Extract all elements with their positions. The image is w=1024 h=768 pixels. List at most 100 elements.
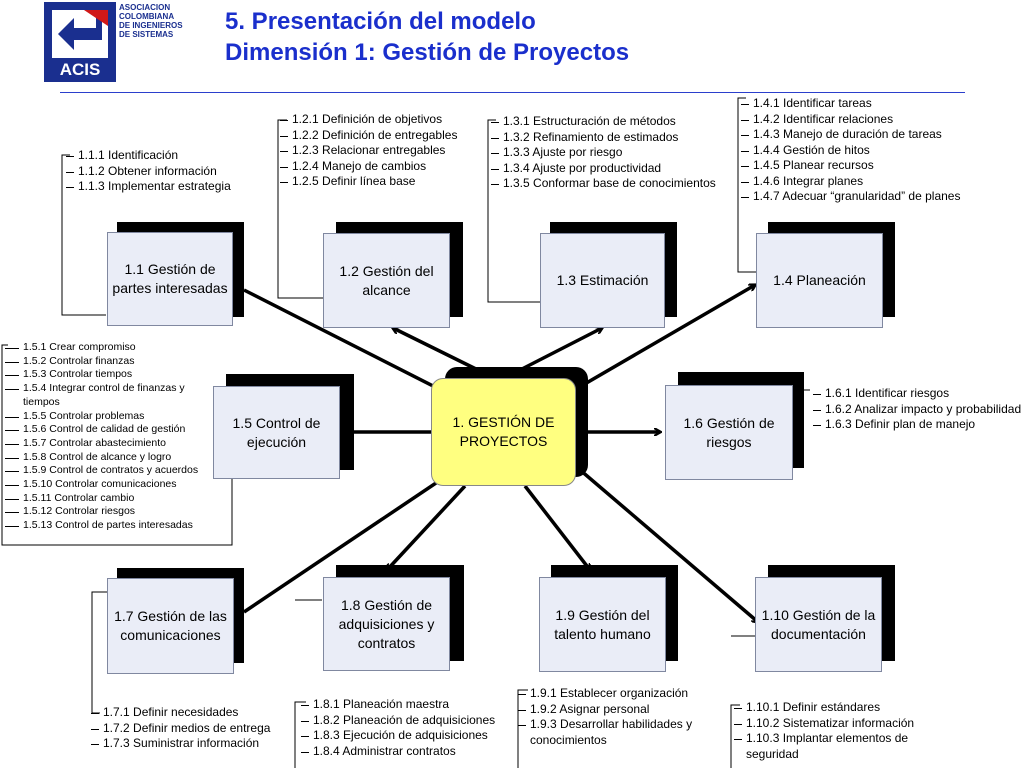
node-label: 1.10 Gestión de la documentación bbox=[761, 606, 876, 642]
sub-item: 1.5.2 Controlar finanzas bbox=[3, 355, 215, 369]
sub-item: 1.2.5 Definir línea base bbox=[280, 174, 457, 190]
sub-item: 1.8.1 Planeación maestra bbox=[301, 697, 495, 713]
node-1.7: 1.7 Gestión de las comunicaciones bbox=[107, 578, 234, 674]
sub-item: 1.7.2 Definir medios de entrega bbox=[91, 721, 270, 737]
center-node-label: 1. GESTIÓN DE PROYECTOS bbox=[452, 414, 555, 449]
node-label: 1.8 Gestión de adquisiciones y contratos bbox=[338, 596, 435, 651]
sub-item: 1.5.5 Controlar problemas bbox=[3, 410, 215, 424]
sub-list-1.2: 1.2.1 Definición de objetivos 1.2.2 Defi… bbox=[280, 112, 457, 190]
title-divider bbox=[60, 92, 965, 93]
sub-item: 1.5.13 Control de partes interesadas bbox=[3, 519, 215, 533]
center-node: 1. GESTIÓN DE PROYECTOS bbox=[431, 378, 576, 486]
sub-item: 1.6.2 Analizar impacto y probabilidad bbox=[813, 402, 1024, 418]
node-1.8: 1.8 Gestión de adquisiciones y contratos bbox=[323, 577, 450, 671]
sub-list-1.10: 1.10.1 Definir estándares 1.10.2 Sistema… bbox=[734, 700, 934, 762]
node-1.2: 1.2 Gestión del alcance bbox=[323, 233, 450, 328]
acis-logo: ACIS bbox=[44, 2, 116, 82]
sub-item: 1.5.6 Control de calidad de gestión bbox=[3, 423, 215, 437]
sub-item: 1.5.3 Controlar tiempos bbox=[3, 368, 215, 382]
bracket-1.9 bbox=[517, 689, 528, 768]
sub-item: 1.7.3 Suministrar información bbox=[91, 736, 270, 752]
sub-item: 1.6.3 Definir plan de manejo bbox=[813, 417, 1024, 433]
sub-item: 1.2.1 Definición de objetivos bbox=[280, 112, 457, 128]
node-1.5: 1.5 Control de ejecución bbox=[213, 386, 340, 479]
sub-item: 1.9.2 Asignar personal bbox=[518, 702, 718, 718]
sub-item: 1.8.3 Ejecución de adquisiciones bbox=[301, 728, 495, 744]
sub-item: 1.10.2 Sistematizar información bbox=[734, 716, 934, 732]
node-label: 1.2 Gestión del alcance bbox=[339, 262, 434, 298]
node-1.1: 1.1 Gestión de partes interesadas bbox=[107, 232, 233, 326]
link-to-1.9 bbox=[523, 484, 590, 570]
bracket-1.3 bbox=[487, 119, 540, 303]
node-label: 1.1 Gestión de partes interesadas bbox=[112, 261, 228, 296]
org-line: DE SISTEMAS bbox=[119, 30, 174, 39]
sub-item: 1.9.3 Desarrollar habilidades y conocimi… bbox=[518, 717, 718, 748]
sub-item: 1.5.10 Controlar comunicaciones bbox=[3, 478, 215, 492]
org-name: ASOCIACION COLOMBIANA DE INGENIEROS DE S… bbox=[119, 3, 219, 39]
logo-arrow-icon bbox=[52, 10, 108, 58]
sub-item: 1.1.2 Obtener información bbox=[66, 164, 231, 180]
node-label: 1.7 Gestión de las comunicaciones bbox=[114, 608, 227, 643]
sub-item: 1.5.8 Control de alcance y logro bbox=[3, 451, 215, 465]
sub-item: 1.3.1 Estructuración de métodos bbox=[491, 114, 716, 130]
sub-item: 1.3.5 Conformar base de conocimientos bbox=[491, 176, 716, 192]
sub-item: 1.5.7 Controlar abastecimiento bbox=[3, 437, 215, 451]
sub-list-1.9: 1.9.1 Establecer organización 1.9.2 Asig… bbox=[518, 686, 718, 748]
sub-list-1.4: 1.4.1 Identificar tareas 1.4.2 Identific… bbox=[741, 96, 960, 205]
sub-item: 1.5.9 Control de contratos y acuerdos bbox=[3, 464, 215, 478]
sub-item: 1.9.1 Establecer organización bbox=[518, 686, 718, 702]
sub-item: 1.5.4 Integrar control de finanzas y tie… bbox=[3, 382, 215, 409]
node-1.9: 1.9 Gestión del talento humano bbox=[539, 577, 666, 672]
bracket-1.10 bbox=[730, 704, 740, 768]
sub-item: 1.5.11 Controlar cambio bbox=[3, 492, 215, 506]
bracket-1.5 bbox=[1, 344, 233, 546]
page-title: 5. Presentación del modelo Dimensión 1: … bbox=[225, 6, 629, 68]
link-to-1.3 bbox=[519, 328, 602, 372]
sub-list-1.5: 1.5.1 Crear compromiso 1.5.2 Controlar f… bbox=[3, 341, 215, 533]
org-line: COLOMBIANA bbox=[119, 12, 175, 21]
node-label: 1.6 Gestión de riesgos bbox=[683, 414, 775, 450]
sub-item: 1.7.1 Definir necesidades bbox=[91, 705, 270, 721]
org-line: DE INGENIEROS bbox=[119, 21, 183, 30]
sub-list-1.8: 1.8.1 Planeación maestra 1.8.2 Planeació… bbox=[301, 697, 495, 759]
sub-item: 1.4.3 Manejo de duración de tareas bbox=[741, 127, 960, 143]
bracket-1.7 bbox=[91, 591, 107, 714]
sub-item: 1.8.2 Planeación de adquisiciones bbox=[301, 713, 495, 729]
sub-item: 1.3.4 Ajuste por productividad bbox=[491, 161, 716, 177]
link-to-1.8 bbox=[387, 484, 467, 570]
logo-label: ACIS bbox=[59, 60, 101, 79]
title-line-2: Dimensión 1: Gestión de Proyectos bbox=[225, 39, 630, 66]
sub-item: 1.4.7 Adecuar “granularidad” de planes bbox=[741, 189, 960, 205]
node-label: 1.4 Planeación bbox=[773, 272, 866, 288]
sub-item: 1.4.1 Identificar tareas bbox=[741, 96, 960, 112]
bracket-1.4 bbox=[737, 97, 756, 273]
sub-item: 1.4.4 Gestión de hitos bbox=[741, 143, 960, 159]
title-line-1: 5. Presentación del modelo bbox=[225, 8, 536, 35]
sub-item: 1.3.3 Ajuste por riesgo bbox=[491, 145, 716, 161]
sub-item: 1.1.3 Implementar estrategia bbox=[66, 179, 231, 195]
sub-item: 1.8.4 Administrar contratos bbox=[301, 744, 495, 760]
bracket-1.1 bbox=[61, 154, 106, 316]
sub-item: 1.10.3 Implantar elementos de seguridad bbox=[734, 731, 934, 762]
org-line: ASOCIACION bbox=[119, 3, 171, 12]
sub-list-1.1: 1.1.1 Identificación 1.1.2 Obtener infor… bbox=[66, 148, 231, 195]
node-1.3: 1.3 Estimación bbox=[540, 233, 665, 328]
sub-list-1.3: 1.3.1 Estructuración de métodos 1.3.2 Re… bbox=[491, 114, 716, 192]
sub-item: 1.5.1 Crear compromiso bbox=[3, 341, 215, 355]
sub-item: 1.4.5 Planear recursos bbox=[741, 158, 960, 174]
node-1.6: 1.6 Gestión de riesgos bbox=[665, 385, 793, 480]
link-to-1.2 bbox=[393, 328, 479, 372]
sub-item: 1.2.2 Definición de entregables bbox=[280, 128, 457, 144]
node-1.10: 1.10 Gestión de la documentación bbox=[755, 577, 882, 672]
sub-list-1.7: 1.7.1 Definir necesidades 1.7.2 Definir … bbox=[91, 705, 270, 752]
sub-item: 1.2.4 Manejo de cambios bbox=[280, 159, 457, 175]
node-label: 1.9 Gestión del talento humano bbox=[554, 606, 651, 642]
sub-list-1.6: 1.6.1 Identificar riesgos 1.6.2 Analizar… bbox=[813, 386, 1024, 433]
sub-item: 1.1.1 Identificación bbox=[66, 148, 231, 164]
node-label: 1.5 Control de ejecución bbox=[232, 414, 321, 450]
sub-item: 1.4.6 Integrar planes bbox=[741, 174, 960, 190]
sub-item: 1.3.2 Refinamiento de estimados bbox=[491, 130, 716, 146]
node-label: 1.3 Estimación bbox=[556, 272, 649, 288]
sub-item: 1.2.3 Relacionar entregables bbox=[280, 143, 457, 159]
sub-item: 1.6.1 Identificar riesgos bbox=[813, 386, 1024, 402]
